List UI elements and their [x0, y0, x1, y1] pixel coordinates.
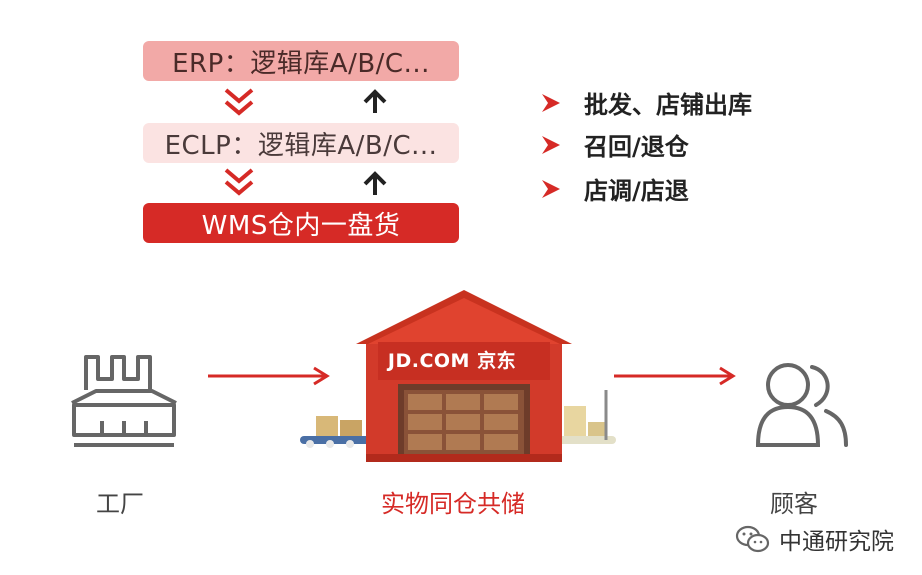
- bullet-text: 召回/退仓: [584, 133, 689, 161]
- customer-icon: [755, 363, 848, 447]
- bullet-arrow-icon: [542, 179, 560, 198]
- eclp-layer-label: ECLP：逻辑库A/B/C...: [164, 130, 438, 161]
- factory-icon: [71, 355, 177, 447]
- shared-storage-caption: 实物同仓共储: [381, 490, 525, 518]
- erp-layer-label: ERP：逻辑库A/B/C...: [172, 48, 430, 79]
- up-arrow-icon: [363, 171, 387, 195]
- up-arrow-icon: [363, 89, 387, 113]
- warehouse-icon: [300, 290, 616, 462]
- watermark: 中通研究院: [735, 522, 894, 556]
- flow-arrow-icon: [208, 366, 330, 386]
- bullet-text: 批发、店铺出库: [584, 91, 752, 119]
- bullet-text: 店调/店退: [584, 177, 689, 205]
- down-double-chevron-icon: [224, 168, 254, 196]
- wms-layer-label: WMS仓内一盘货: [201, 210, 401, 241]
- wechat-icon: [735, 525, 770, 553]
- customer-caption: 顾客: [770, 490, 818, 518]
- warehouse-sign: JD.COM 京东: [387, 349, 517, 372]
- watermark-text: 中通研究院: [779, 529, 894, 555]
- down-double-chevron-icon: [224, 88, 254, 116]
- bullet-arrow-icon: [542, 135, 560, 154]
- flow-arrow-icon: [614, 366, 736, 386]
- bullet-arrow-icon: [542, 93, 560, 112]
- bullet-item: 店调/店退: [540, 171, 689, 206]
- wms-layer-box: WMS仓内一盘货: [143, 203, 459, 243]
- bullet-item: 批发、店铺出库: [540, 85, 752, 120]
- erp-layer-box: ERP：逻辑库A/B/C...: [143, 41, 459, 81]
- factory-caption: 工厂: [96, 490, 144, 518]
- eclp-layer-box: ECLP：逻辑库A/B/C...: [143, 123, 459, 163]
- bullet-item: 召回/退仓: [540, 127, 689, 162]
